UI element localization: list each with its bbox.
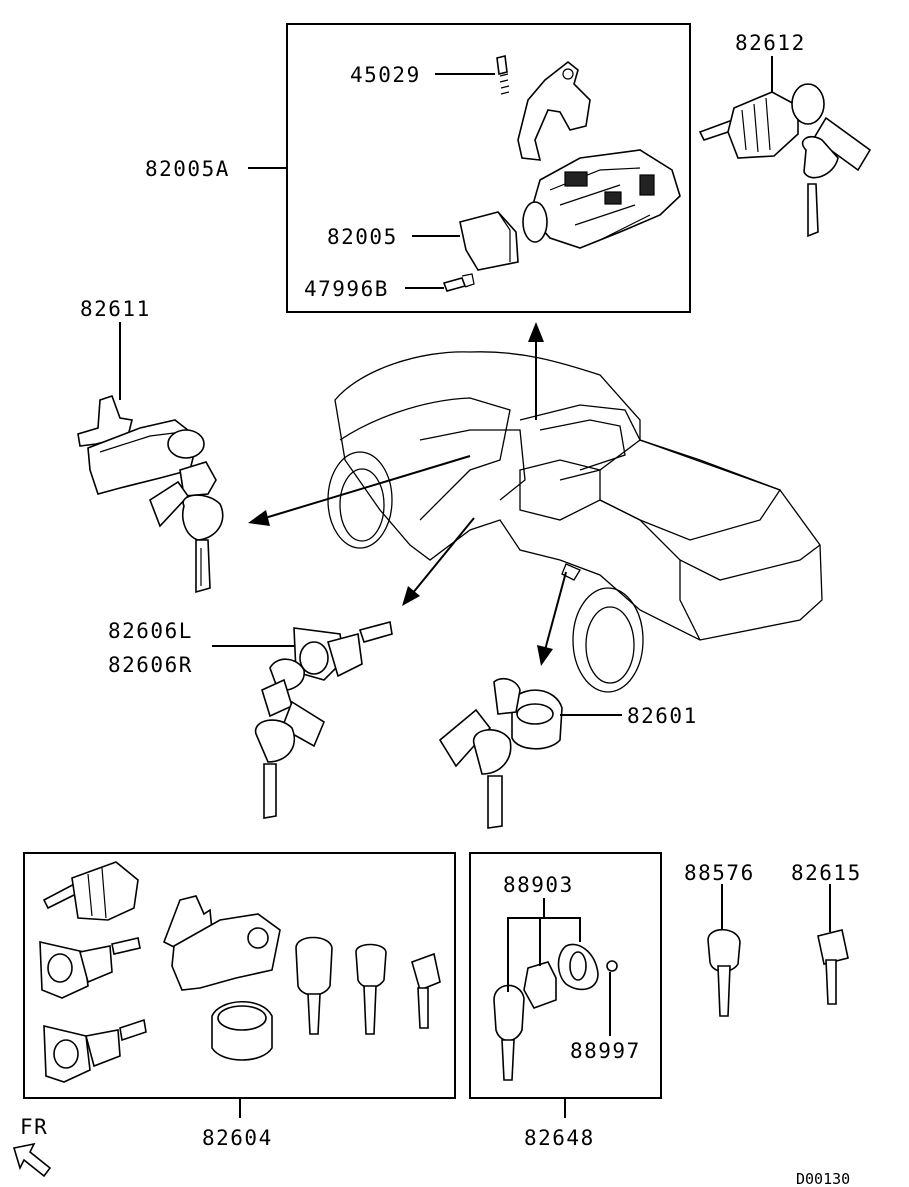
part-label-82604: 82604 xyxy=(202,1126,273,1150)
part-label-82648: 82648 xyxy=(524,1126,595,1150)
fuel-cap-key-set-drawing xyxy=(438,677,563,829)
part-label-82612: 82612 xyxy=(735,31,806,55)
part-label-88997: 88997 xyxy=(570,1039,641,1063)
part-label-82606r: 82606R xyxy=(108,653,193,677)
part-label-82005: 82005 xyxy=(327,225,398,249)
callout-arrows xyxy=(248,322,567,666)
part-label-88903: 88903 xyxy=(503,873,574,897)
part-label-82611: 82611 xyxy=(80,297,151,321)
part-label-82615: 82615 xyxy=(791,861,862,885)
part-label-88576: 88576 xyxy=(684,861,755,885)
blank-key-drawing xyxy=(707,928,849,1017)
steering-lock-assembly-drawing xyxy=(442,55,681,292)
front-orientation-label: FR xyxy=(20,1115,48,1139)
key-set-parts-drawing xyxy=(493,943,618,1081)
pickup-truck-outline xyxy=(327,351,823,693)
part-label-82601: 82601 xyxy=(627,704,698,728)
part-label-45029: 45029 xyxy=(350,63,421,87)
front-direction-arrow-icon xyxy=(12,1142,52,1178)
ignition-cylinder-key-set-drawing xyxy=(698,83,872,238)
door-lock-cylinder-key-set-drawing xyxy=(255,621,393,819)
part-label-47996b: 47996B xyxy=(304,277,389,301)
lock-set-parts-drawing xyxy=(39,861,441,1083)
part-label-82005a: 82005A xyxy=(145,157,230,181)
door-handle-lock-key-set-drawing xyxy=(77,394,224,594)
part-label-82606l: 82606L xyxy=(108,619,193,643)
drawing-code: D00130 xyxy=(796,1170,850,1187)
